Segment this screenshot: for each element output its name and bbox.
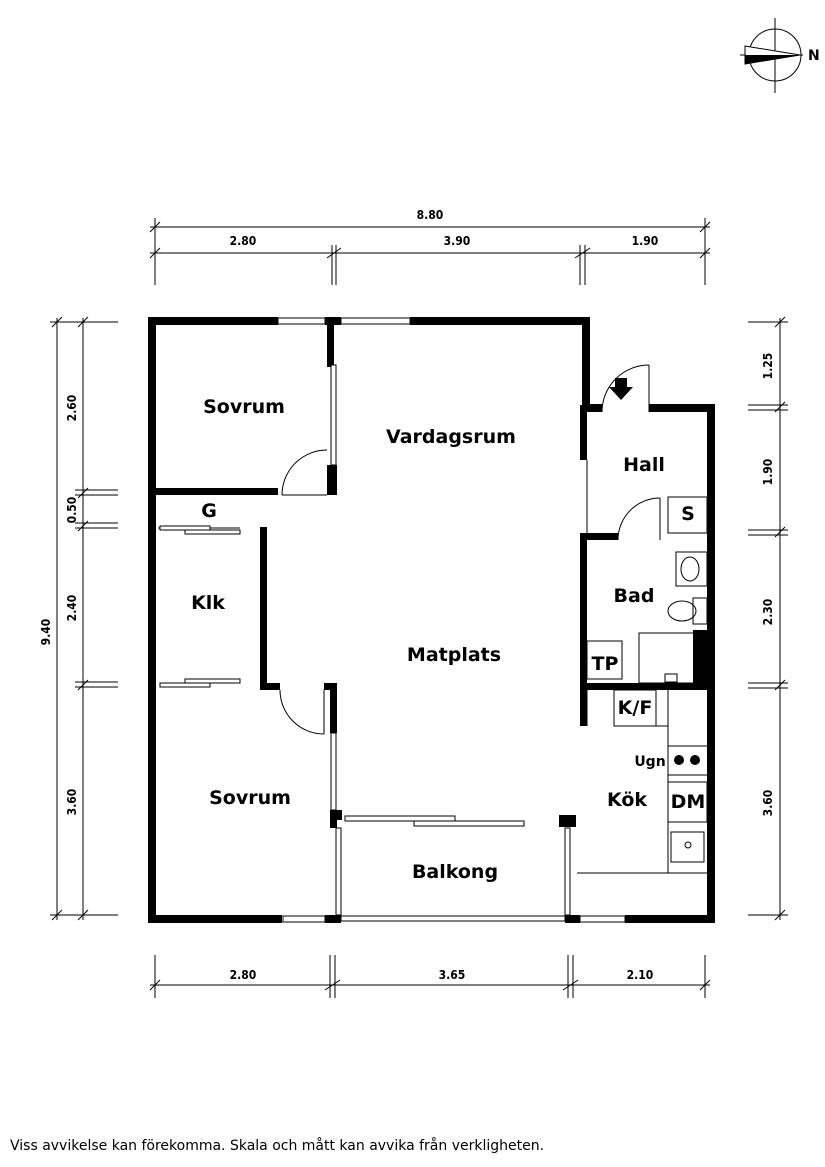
room-label-sovrum-top: Sovrum: [203, 396, 285, 418]
doors: [279, 364, 661, 735]
bathroom-fixtures: [586, 551, 708, 684]
dim-left-1: 2.60: [65, 395, 79, 422]
storage-s-box: [667, 496, 708, 534]
dim-bottom-3: 2.10: [627, 968, 654, 982]
dim-right-3: 2.30: [761, 599, 775, 626]
dim-top-3: 1.90: [632, 234, 659, 248]
shower-area: [638, 632, 695, 684]
entrance-arrow-icon: [609, 378, 633, 400]
room-label-klk: Klk: [191, 592, 225, 614]
dim-left-3: 2.40: [65, 595, 79, 622]
room-label-balkong: Balkong: [412, 861, 498, 883]
dim-left-total: 9.40: [39, 619, 53, 646]
room-label-kok: Kök: [607, 789, 647, 811]
compass-north-label: N: [808, 48, 820, 64]
walls: [148, 317, 715, 923]
right-dimensions: 1.25 1.90 2.30 3.60: [748, 316, 788, 921]
kitchen-sink-icon: [670, 831, 705, 863]
toilet-icon: [692, 597, 708, 625]
kitchen-fixtures: [577, 689, 709, 874]
dim-right-4: 3.60: [761, 790, 775, 817]
room-label-dm: DM: [671, 791, 706, 813]
dim-left-2: 0.50: [65, 497, 79, 524]
room-label-s: S: [681, 503, 695, 525]
room-label-kf: K/F: [618, 697, 653, 719]
dim-top-1: 2.80: [230, 234, 257, 248]
room-labels: Sovrum Vardagsrum Hall G S Klk Bad Matpl…: [191, 396, 705, 883]
windows: [277, 317, 626, 923]
room-label-bad: Bad: [614, 585, 655, 607]
dim-right-2: 1.90: [761, 459, 775, 486]
room-label-hall: Hall: [623, 454, 665, 476]
room-label-matplats: Matplats: [407, 644, 501, 666]
tumble-dryer-box: [586, 640, 623, 680]
room-label-g: G: [201, 500, 217, 522]
room-label-tp: TP: [592, 653, 619, 675]
sink-icon: [675, 551, 708, 587]
dim-left-4: 3.60: [65, 789, 79, 816]
left-dimensions: 9.40 2.60 0.50 2.40 3.60: [39, 316, 118, 921]
room-label-vardagsrum: Vardagsrum: [386, 426, 516, 448]
dim-bottom-2: 3.65: [439, 968, 466, 982]
bottom-dimensions: 2.80 3.65 2.10: [149, 955, 711, 998]
wardrobes: [158, 496, 708, 688]
stove-icon: [667, 745, 709, 776]
dishwasher-box: [667, 781, 708, 823]
top-dimensions: 8.80 2.80 3.90 1.90: [149, 208, 711, 285]
dim-top-total: 8.80: [417, 208, 444, 222]
disclaimer-text: Viss avvikelse kan förekomma. Skala och …: [10, 1138, 545, 1154]
compass-icon: N: [740, 18, 820, 93]
dim-top-2: 3.90: [444, 234, 471, 248]
room-label-ugn: Ugn: [634, 754, 665, 770]
dim-right-1: 1.25: [761, 353, 775, 380]
dim-bottom-1: 2.80: [230, 968, 257, 982]
room-label-sovrum-bottom: Sovrum: [209, 787, 291, 809]
